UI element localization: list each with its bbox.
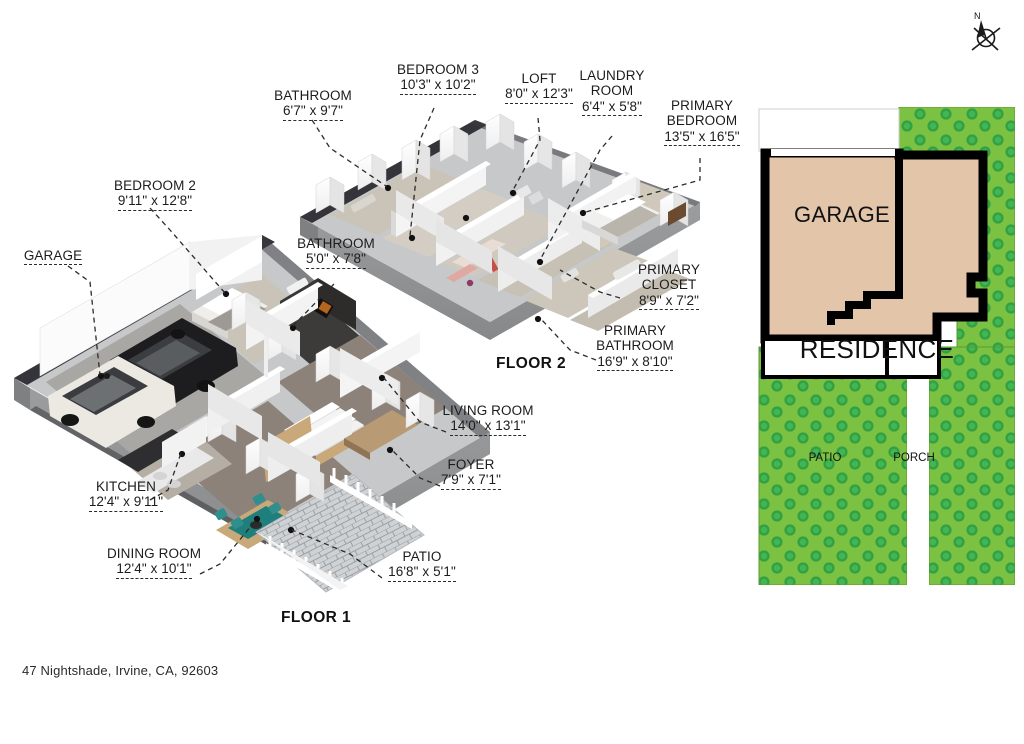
room-label-bedroom2: BEDROOM 2 9'11" x 12'8" xyxy=(96,178,214,211)
room-name-line2: BATHROOM xyxy=(596,338,674,354)
floor1-render xyxy=(14,235,490,597)
car-white xyxy=(48,356,176,448)
room-dimensions: 6'4" x 5'8" xyxy=(581,99,643,116)
room-name-line1: PRIMARY xyxy=(671,98,733,113)
room-label-bathroom-f2: BATHROOM 6'7" x 9'7" xyxy=(258,88,368,121)
room-label-primary-bathroom: PRIMARY BATHROOM 16'9" x 8'10" xyxy=(583,323,687,371)
site-patio xyxy=(761,337,889,379)
patio xyxy=(255,468,425,597)
floor2-render xyxy=(300,113,700,340)
room-label-primary-closet: PRIMARY CLOSET 8'9" x 7'2" xyxy=(622,262,716,310)
room-label-bathroom-f1: BATHROOM 5'0" x 7'8" xyxy=(288,236,384,269)
room-dimensions: 14'0" x 13'1" xyxy=(450,418,526,436)
room-label-bedroom3: BEDROOM 3 10'3" x 10'2" xyxy=(378,62,498,95)
room-label-loft: LOFT 8'0" x 12'3" xyxy=(495,71,583,104)
isometric-render xyxy=(14,107,701,597)
room-name: BATHROOM xyxy=(297,236,375,251)
room-name: LIVING ROOM xyxy=(442,403,534,418)
room-dimensions: 10'3" x 10'2" xyxy=(400,77,476,95)
room-name-line1: PRIMARY xyxy=(638,262,700,277)
room-name: DINING ROOM xyxy=(106,546,202,561)
room-label-living-room: LIVING ROOM 14'0" x 13'1" xyxy=(433,403,543,436)
site-residence-label: RESIDENCE xyxy=(799,334,955,364)
room-dimensions: 13'5" x 16'5" xyxy=(664,129,740,146)
room-dimensions: 8'9" x 7'2" xyxy=(638,293,700,310)
room-label-dining-room: DINING ROOM 12'4" x 10'1" xyxy=(92,546,216,579)
compass-north-label: N xyxy=(974,11,981,21)
site-porch xyxy=(885,337,941,379)
room-dimensions: 12'4" x 9'11" xyxy=(88,494,164,512)
room-name: KITCHEN xyxy=(96,479,156,494)
room-label-garage-f1: GARAGE xyxy=(16,248,90,266)
room-name-line1: LAUNDRY xyxy=(579,68,645,83)
building-footprint xyxy=(760,148,988,344)
room-dimensions: 8'0" x 12'3" xyxy=(505,86,573,104)
room-name: PATIO xyxy=(402,549,442,564)
site-porch-label: PORCH xyxy=(893,452,935,464)
room-dimensions: 6'7" x 9'7" xyxy=(282,103,344,121)
site-garage-label: GARAGE xyxy=(794,202,890,227)
garage-wall xyxy=(827,155,903,325)
lawn-bottom-right xyxy=(928,346,1015,585)
room-name-line2: ROOM xyxy=(590,83,634,99)
compass-rose xyxy=(971,20,1001,51)
room-name: GARAGE xyxy=(23,248,83,266)
room-dimensions: 7'9" x 7'1" xyxy=(440,472,502,490)
walkway xyxy=(907,347,929,585)
room-dimensions: 16'9" x 8'10" xyxy=(597,354,673,371)
primary-bed xyxy=(582,194,660,245)
site-plan xyxy=(757,107,1015,585)
room-dimensions: 5'0" x 7'8" xyxy=(305,251,367,269)
room-label-primary-bedroom: PRIMARY BEDROOM 13'5" x 16'5" xyxy=(654,98,750,146)
room-dimensions: 16'8" x 5'1" xyxy=(388,564,456,582)
room-name: BEDROOM 3 xyxy=(397,62,479,77)
room-label-kitchen: KITCHEN 12'4" x 9'11" xyxy=(70,479,182,512)
room-dimensions: 12'4" x 10'1" xyxy=(116,561,192,579)
room-dimensions: 9'11" x 12'8" xyxy=(117,193,193,211)
room-name-line1: PRIMARY xyxy=(604,323,666,338)
property-address: 47 Nightshade, Irvine, CA, 92603 xyxy=(22,663,219,678)
floor1-title: FLOOR 1 xyxy=(281,609,351,626)
room-name: BEDROOM 2 xyxy=(114,178,196,193)
room-label-patio: PATIO 16'8" x 5'1" xyxy=(370,549,474,582)
room-name: LOFT xyxy=(521,71,557,86)
room-label-laundry-room: LAUNDRY ROOM 6'4" x 5'8" xyxy=(566,68,658,116)
lawn-left xyxy=(758,346,908,585)
site-patio-label: PATIO xyxy=(808,452,842,464)
room-name-line2: CLOSET xyxy=(641,277,697,293)
room-name-line2: BEDROOM xyxy=(666,113,738,129)
leader-lines xyxy=(67,107,701,579)
room-name: BATHROOM xyxy=(274,88,352,103)
room-label-foyer: FOYER 7'9" x 7'1" xyxy=(428,457,514,490)
floor2-title: FLOOR 2 xyxy=(496,355,566,372)
driveway xyxy=(758,108,900,152)
living-room-furniture xyxy=(344,410,418,460)
room-name: FOYER xyxy=(447,457,495,472)
